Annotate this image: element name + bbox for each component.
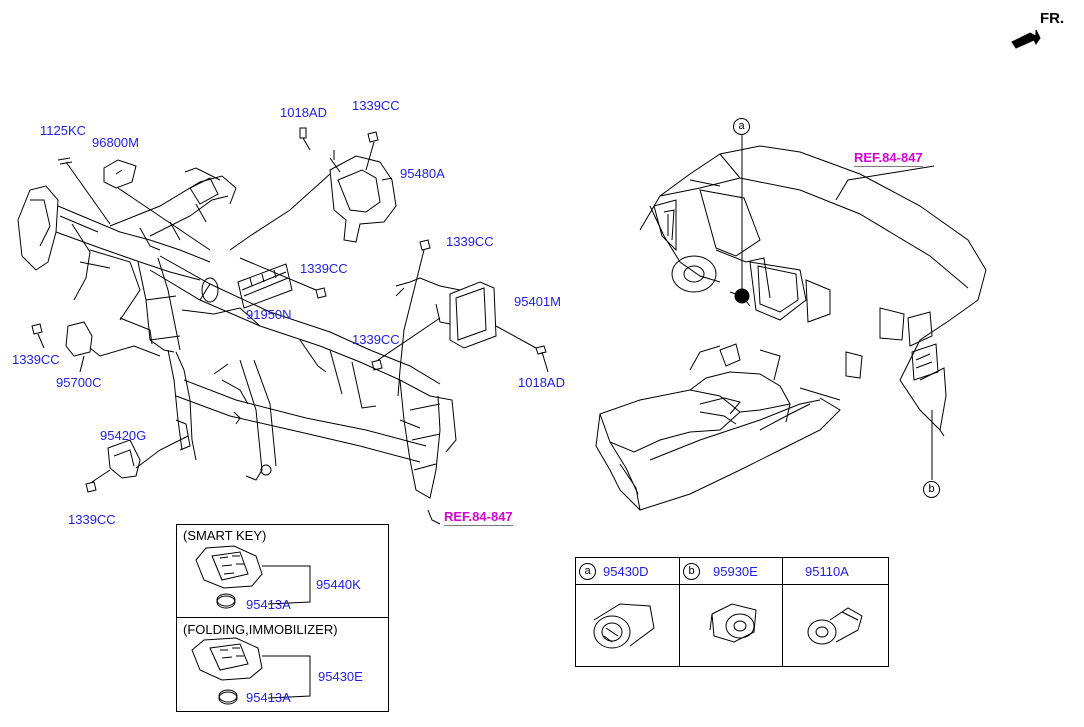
smart-key-fob-icon (195, 545, 311, 605)
callout-a: a (733, 118, 750, 135)
part-label-95430e[interactable]: 95430E (318, 669, 363, 684)
part-label-1018ad-top[interactable]: 1018AD (280, 105, 327, 120)
part-label-1018ad-right[interactable]: 1018AD (518, 375, 565, 390)
part-label-95401m[interactable]: 95401M (514, 294, 561, 309)
junction-91950n-icon (237, 263, 293, 309)
part-label-1339cc-bottom[interactable]: 1339CC (68, 512, 116, 527)
nut-1339cc-mid-icon (239, 257, 327, 299)
bolt-1018ad-top-icon (299, 127, 311, 151)
parts-table-col-rule-2 (782, 558, 783, 666)
module-95480a-icon (229, 150, 397, 251)
part-label-96800m[interactable]: 96800M (92, 135, 139, 150)
key-options-box (176, 524, 389, 712)
sensor-95700c-icon (31, 321, 161, 373)
key-box-divider (177, 617, 388, 618)
folding-key-fob-icon (191, 637, 311, 699)
parts-table-code-95930e[interactable]: 95930E (713, 564, 758, 579)
part-label-95413a-smart[interactable]: 95413A (246, 597, 291, 612)
part-label-1339cc-top[interactable]: 1339CC (352, 98, 400, 113)
front-direction-label: FR. (1040, 10, 1065, 27)
bolt-1018ad-right-icon (495, 325, 549, 373)
part-label-95700c[interactable]: 95700C (56, 375, 102, 390)
switch-96800m-icon (103, 159, 211, 251)
part-label-1339cc-left[interactable]: 1339CC (12, 352, 60, 367)
module-95401m-icon (395, 239, 497, 397)
ignition-switch-95930e-icon (709, 603, 757, 643)
part-label-1125kc[interactable]: 1125KC (40, 123, 87, 138)
smart-key-title: (SMART KEY) (183, 528, 267, 543)
ignition-switch-95430d-icon (593, 603, 655, 649)
part-label-1339cc-mid[interactable]: 1339CC (300, 261, 348, 276)
ref-leader-left (427, 509, 441, 525)
parts-table-mark-a: a (579, 563, 596, 580)
part-label-95480a[interactable]: 95480A (400, 166, 445, 181)
parts-table (575, 557, 889, 667)
part-label-95420g[interactable]: 95420G (100, 428, 147, 443)
parts-table-col-rule-1 (679, 558, 680, 666)
parts-table-header-rule (576, 584, 888, 585)
crash-pad-frame (17, 167, 457, 499)
coin-battery-2-icon (218, 689, 238, 705)
front-direction-arrow-icon (1011, 29, 1041, 49)
part-label-1339cc-right[interactable]: 1339CC (446, 234, 494, 249)
ref-label-right[interactable]: REF.84-847 (854, 150, 923, 167)
nut-1339cc-top-icon (365, 131, 379, 171)
bolt-1125kc-icon (57, 157, 111, 225)
part-label-95413a-folding[interactable]: 95413A (246, 690, 291, 705)
parts-table-code-95430d[interactable]: 95430D (603, 564, 649, 579)
callout-b: b (923, 481, 940, 498)
part-label-95440k[interactable]: 95440K (316, 577, 361, 592)
folding-key-title: (FOLDING,IMMOBILIZER) (183, 622, 338, 637)
nut-1339cc-connector-icon (371, 317, 441, 371)
part-label-1339cc-connector[interactable]: 1339CC (352, 332, 400, 347)
coin-battery-icon (216, 593, 236, 609)
dashboard-view (595, 145, 987, 511)
sensor-95420g-icon (85, 435, 189, 493)
part-label-91950n[interactable]: 91950N (246, 307, 292, 322)
parts-table-code-95110a[interactable]: 95110A (805, 564, 849, 579)
parts-table-mark-b: b (683, 563, 700, 580)
ref-label-left[interactable]: REF.84-847 (444, 509, 513, 526)
lock-cylinder-95110a-icon (807, 607, 863, 645)
